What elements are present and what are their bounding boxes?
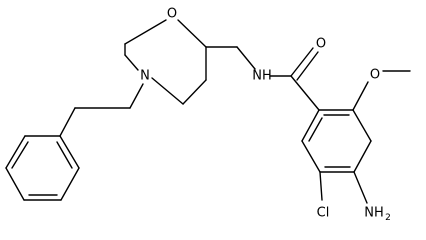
atom-label-ring-oxygen: O [167, 7, 177, 22]
bond-ch2-to-phenyl [59, 107, 76, 137]
bond-phenyl-inner-1 [11, 141, 29, 169]
atom-label-ring-nitrogen: N [140, 69, 150, 84]
bond-ring-ch2-to-o [177, 19, 207, 48]
bond-benz-6 [301, 109, 320, 142]
molecule-structure: O N NH O O Cl NH 2 [5, 7, 411, 223]
bond-amino-bond [353, 171, 368, 204]
atom-label-chloro: Cl [317, 206, 330, 221]
bond-ch2-linker-to-nh [236, 46, 256, 70]
atom-label-methoxy-oxygen: O [370, 68, 380, 83]
bond-phenyl-2 [5, 135, 26, 169]
bond-benz-5 [301, 140, 321, 173]
bond-n-to-ch2 [129, 83, 144, 109]
bond-ring-n-to-ch2 [151, 77, 184, 105]
bond-phenyl-3 [5, 167, 25, 201]
bond-phenyl-5 [60, 167, 80, 201]
bond-chloro-bond [319, 171, 323, 201]
bond-carbonyl-c-to-o [290, 47, 314, 77]
bond-ring-o-to-c [124, 19, 167, 45]
bond-phenyl-inner-3 [56, 141, 73, 169]
bond-group [5, 19, 411, 204]
bond-ring-c-to-n [124, 54, 139, 71]
atom-label-amino: NH [364, 206, 384, 221]
bond-carbonyl-c-to-ring [290, 75, 320, 111]
atom-label-carbonyl-oxygen: O [316, 37, 326, 52]
bond-ring-ch2-to-c2 [182, 79, 207, 105]
bond-benz-2 [352, 109, 372, 142]
bond-methoxy-bond [352, 81, 369, 111]
bond-carbonyl-c-to-o-double [296, 51, 319, 81]
bond-phenyl-6 [59, 135, 80, 169]
bond-benz-3 [353, 140, 372, 173]
atom-label-amide-nh: NH [252, 69, 272, 84]
atom-label-amino-subscript: 2 [385, 213, 391, 223]
bond-benz-inner-3 [308, 117, 323, 142]
